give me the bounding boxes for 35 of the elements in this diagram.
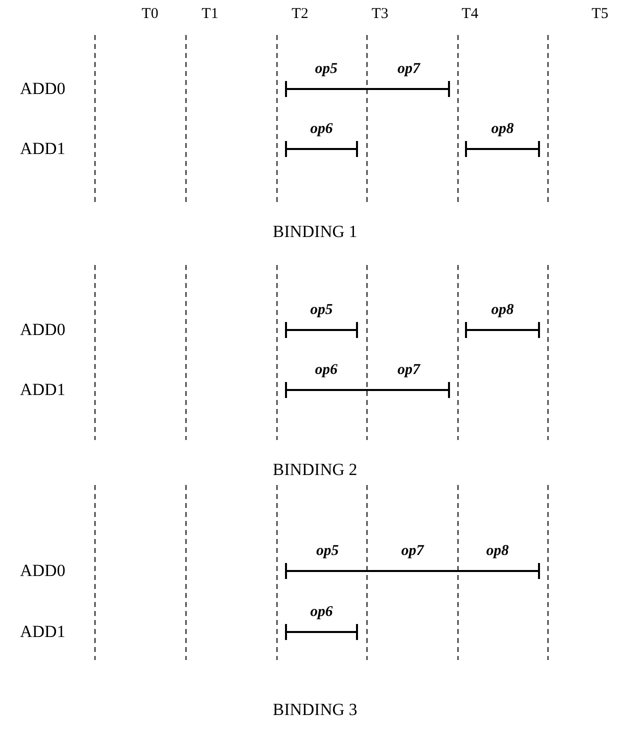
interval-bar — [285, 604, 358, 640]
operation-label: op5 — [316, 543, 339, 560]
adder-label: ADD1 — [20, 139, 66, 159]
operation-label: op8 — [491, 302, 514, 319]
binding-caption: BINDING 3 — [272, 700, 358, 720]
time-step-label: T3 — [372, 6, 388, 23]
time-step-label: T4 — [462, 6, 478, 23]
adder-label: ADD0 — [20, 561, 66, 581]
operation-label: op7 — [401, 543, 424, 560]
adder-label: ADD1 — [20, 380, 66, 400]
adder-label: ADD0 — [20, 320, 66, 340]
operation-label: op8 — [486, 543, 509, 560]
adder-label: ADD0 — [20, 79, 66, 99]
operation-label: op8 — [491, 121, 514, 138]
operation-label: op6 — [310, 604, 333, 621]
interval-bar — [465, 302, 540, 338]
time-step-label: T0 — [142, 6, 158, 23]
time-step-label: T2 — [292, 6, 308, 23]
interval-bar — [285, 362, 450, 398]
interval-bar — [285, 543, 540, 579]
operation-label: op5 — [310, 302, 333, 319]
operation-label: op5 — [315, 61, 338, 78]
operation-label: op7 — [398, 61, 420, 78]
operation-label: op7 — [398, 362, 420, 379]
operation-label: op6 — [315, 362, 338, 379]
time-step-label: T1 — [202, 6, 218, 23]
interval-bar — [285, 61, 450, 97]
binding-caption: BINDING 2 — [272, 460, 358, 480]
interval-bar — [285, 121, 358, 157]
operation-label: op6 — [310, 121, 333, 138]
time-step-label: T5 — [592, 6, 608, 23]
adder-label: ADD1 — [20, 622, 66, 642]
binding-caption: BINDING 1 — [272, 222, 358, 242]
interval-bar — [285, 302, 358, 338]
interval-bar — [465, 121, 540, 157]
